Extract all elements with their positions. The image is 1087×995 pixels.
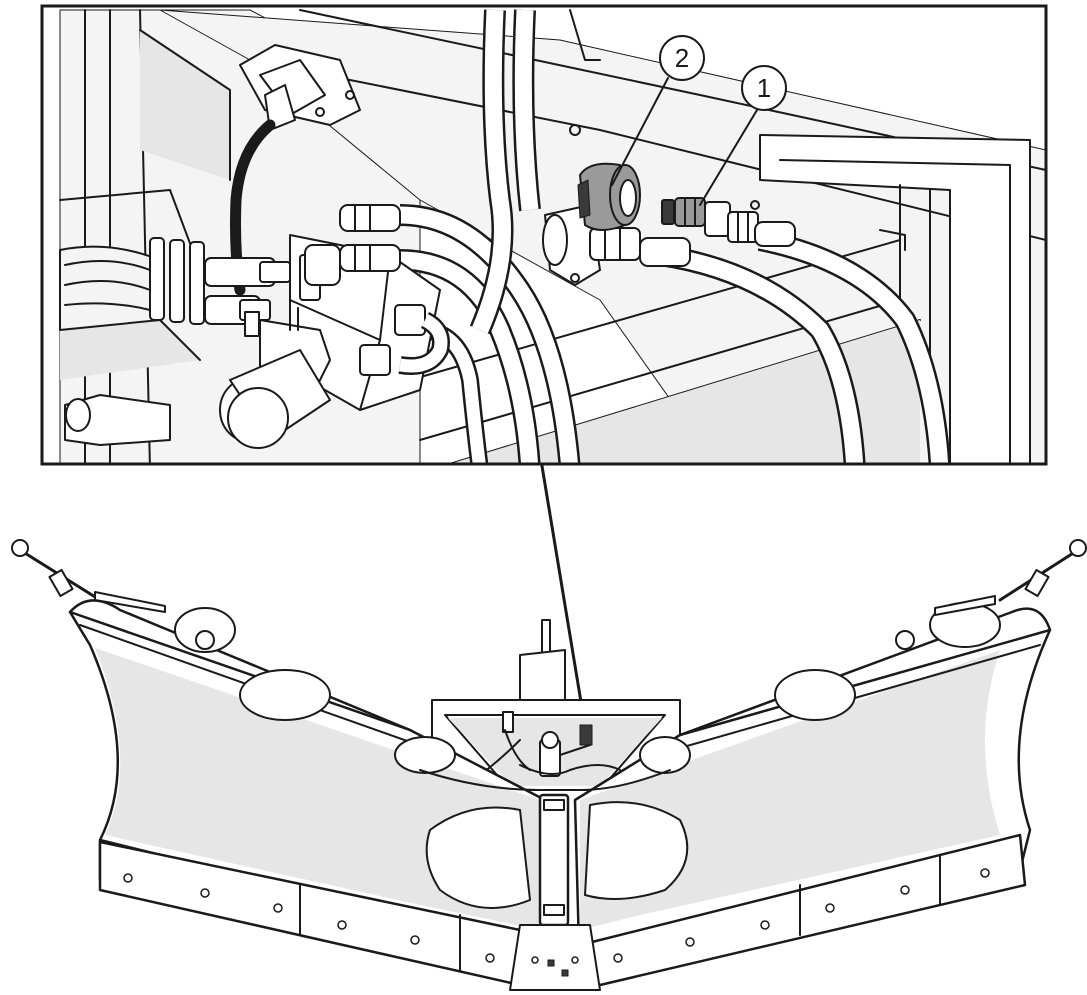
callout-1-label: 1 — [757, 73, 771, 103]
v-plow-overview — [11, 539, 1087, 991]
hose-fittings — [304, 204, 401, 286]
cable-harness — [59, 237, 291, 380]
left-plow-wing — [11, 539, 547, 987]
hydraulic-coupler-plug — [661, 197, 796, 247]
electrical-connector — [230, 44, 361, 296]
detail-inset — [40, 4, 1048, 466]
valve-block — [64, 234, 450, 449]
center-pivot — [419, 769, 671, 991]
inset-frame-border — [40, 4, 1048, 466]
dust-cap — [577, 162, 641, 231]
callout-1: 1 — [699, 65, 787, 206]
callout-2-label: 2 — [675, 43, 689, 73]
right-edge-bolts — [613, 868, 990, 963]
detail-leader-line — [540, 464, 584, 710]
left-edge-bolts — [123, 873, 495, 963]
callout-2: 2 — [611, 35, 705, 186]
hydraulic-hoses — [399, 9, 951, 464]
center-mount-frame — [431, 619, 681, 791]
right-plow-wing — [573, 539, 1087, 987]
